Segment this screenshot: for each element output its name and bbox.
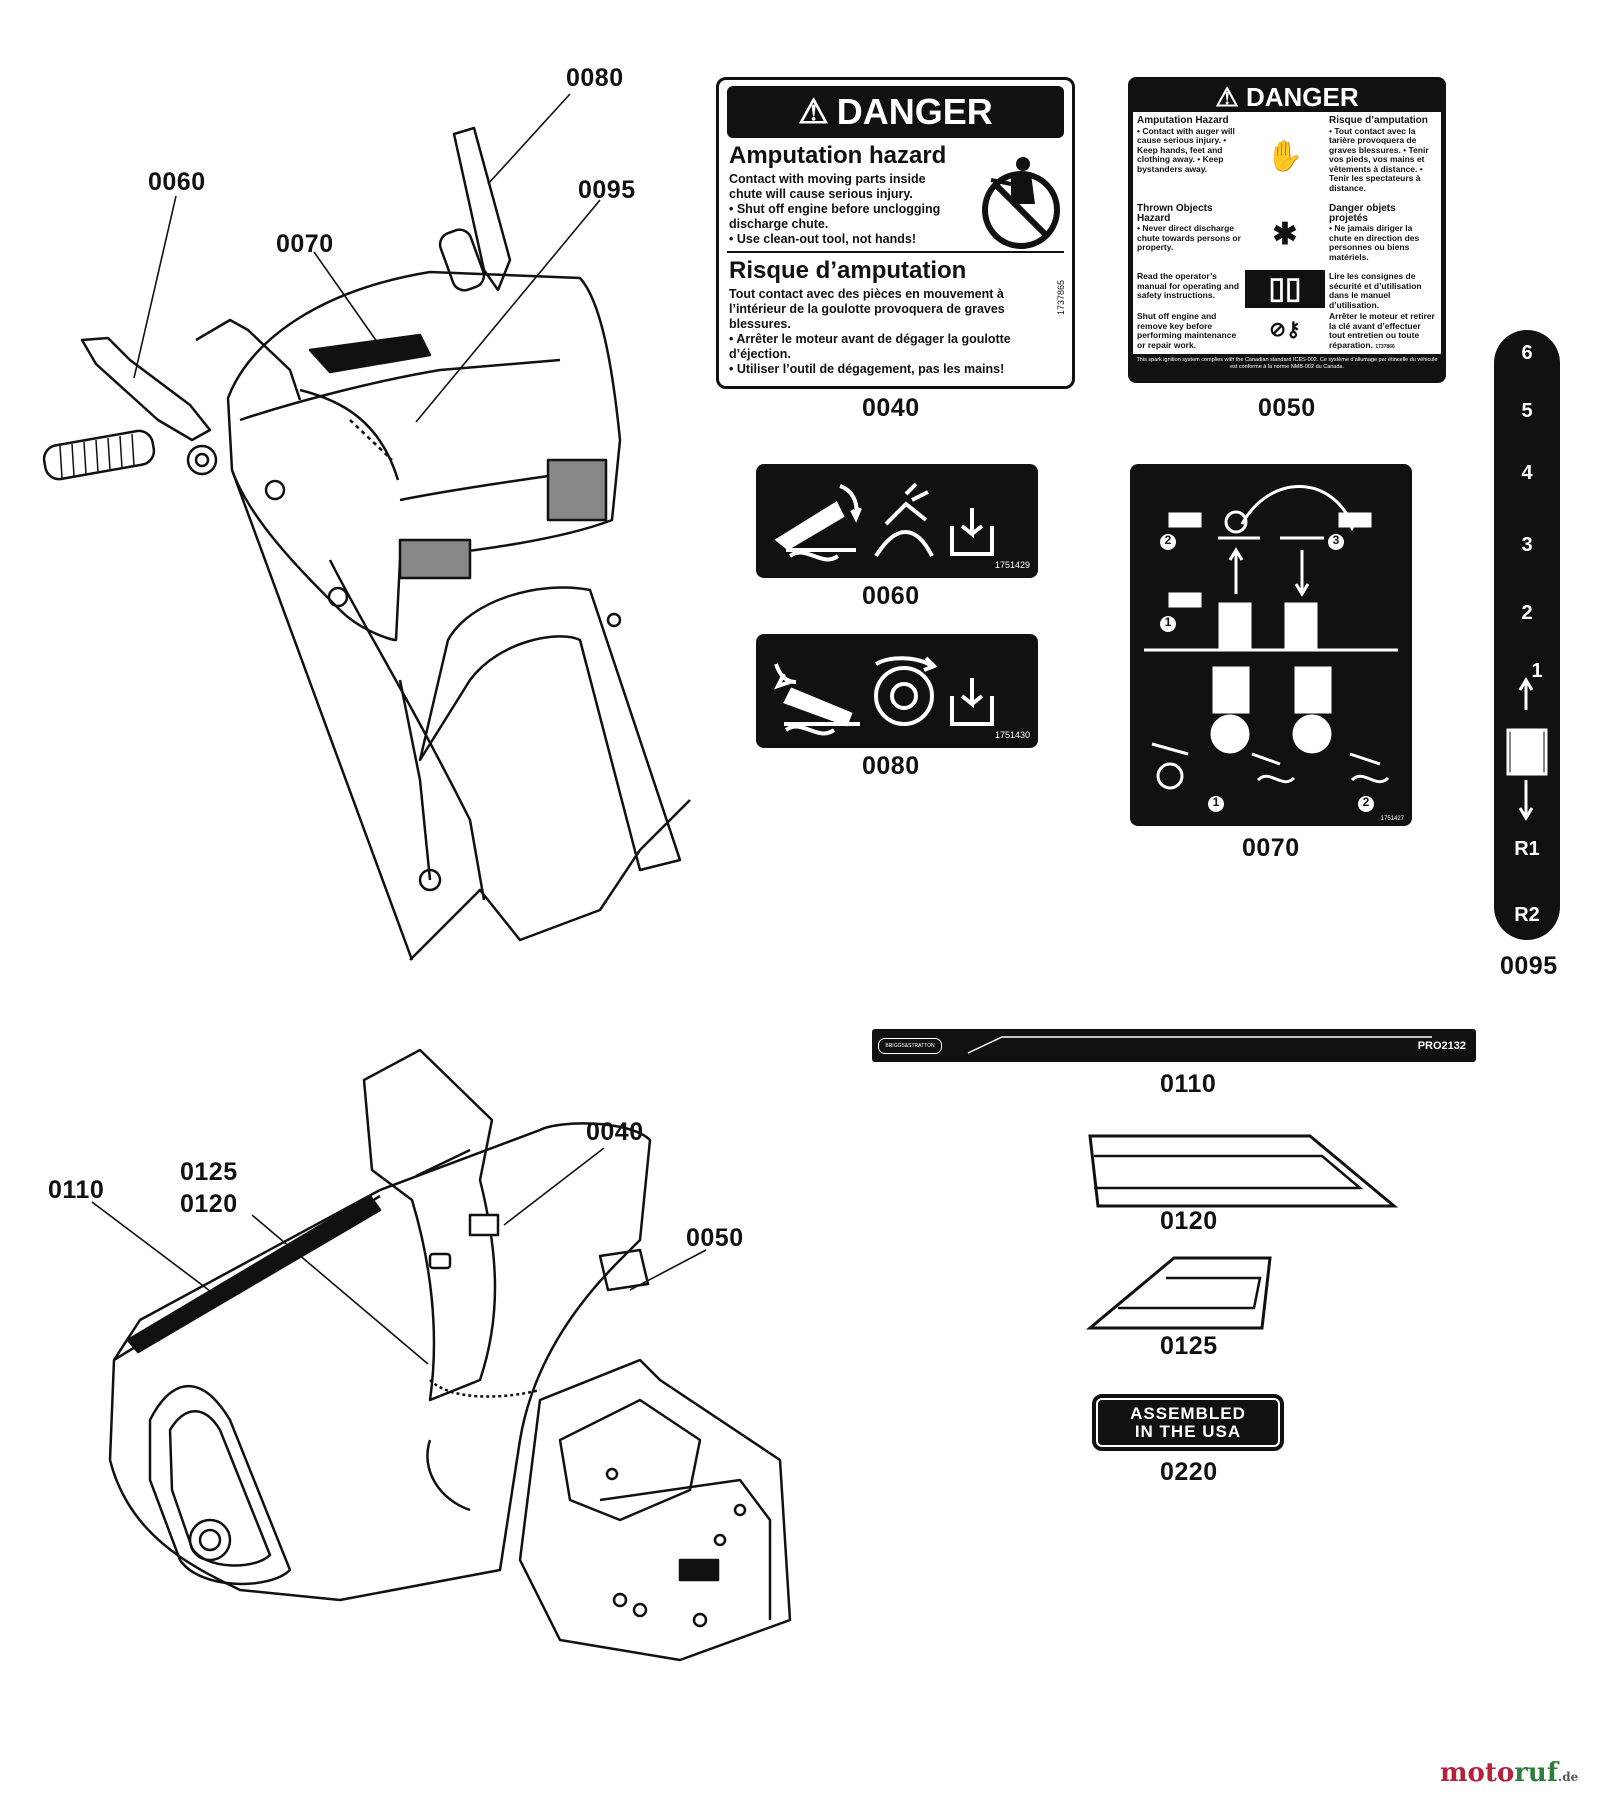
model-name: PRO2132: [1417, 1040, 1466, 1052]
amputation-en: Amputation Hazard• Contact with auger wi…: [1135, 114, 1243, 200]
shutoff-en: Shut off engine and remove key before pe…: [1135, 310, 1243, 352]
watermark-suffix: .de: [1558, 1770, 1579, 1784]
warning-triangle-icon: ⚠: [1215, 82, 1239, 112]
decal-0120-outline: [1088, 1134, 1399, 1208]
decal-0040: ⚠ DANGER Amputation hazard Contact with …: [716, 77, 1075, 389]
label-0050: 0050: [1258, 394, 1316, 422]
label-0125: 0125: [1160, 1332, 1218, 1360]
housing-side: [148, 1385, 292, 1586]
frame-inner: [418, 586, 682, 872]
manual-book-icon: ▯▯: [1245, 270, 1325, 308]
heading-fr: Risque d’amputation: [729, 257, 967, 284]
gear-3: 3: [1521, 534, 1533, 556]
chute-operation-icons: [1144, 485, 1398, 812]
callout-0095: 0095: [578, 176, 636, 204]
decal-0050: ⚠ DANGER Amputation Hazard• Contact with…: [1128, 77, 1446, 383]
callout-0110: 0110: [48, 1176, 105, 1204]
part-number: 1751429: [994, 560, 1030, 570]
decal-0095: 6 5 4 3 2 1 R1 R2: [1494, 330, 1560, 940]
bullet-fr-2: • Utiliser l’outil de dégagement, pas le…: [729, 362, 1005, 376]
step-number: 1: [1212, 795, 1220, 809]
danger-banner: ⚠ DANGER: [1215, 82, 1359, 112]
label-0120: 0120: [1160, 1207, 1218, 1235]
amputation-fr: Risque d’amputation• Tout contact avec l…: [1327, 114, 1439, 200]
compliance-footer: This spark ignition system complies with…: [1136, 357, 1438, 370]
key-icon: ⊘⚷: [1245, 310, 1325, 352]
stripe-accent: [967, 1036, 1432, 1054]
read-fr: Lire les consignes de sécurité et d’util…: [1327, 270, 1439, 308]
danger-banner: ⚠ DANGER: [727, 86, 1064, 138]
bullet-en-1: • Shut off engine before unclogging disc…: [729, 202, 941, 231]
auger-engage-icons: [774, 482, 994, 562]
gear-5: 5: [1521, 400, 1533, 422]
left-handle: [80, 336, 212, 442]
callout-0125: 0125: [180, 1158, 238, 1186]
housing-top-panel: [126, 1194, 382, 1354]
label-0095: 0095: [1500, 952, 1558, 980]
thrown-objects-icon: ✱: [1245, 202, 1325, 268]
part-number: 1751430: [994, 730, 1030, 740]
label-0220: 0220: [1160, 1458, 1218, 1486]
thrown-fr: Danger objets projetés• Ne jamais dirige…: [1327, 202, 1439, 268]
text-en: Contact with moving parts inside chute w…: [729, 172, 926, 201]
gear-2: 2: [1521, 602, 1533, 624]
callout-0120: 0120: [180, 1190, 238, 1218]
label-0110: 0110: [1160, 1070, 1217, 1098]
danger-text: DANGER: [836, 91, 993, 132]
control-panel: [226, 270, 622, 642]
bullet-fr-1: • Arrêter le moteur avant de dégager la …: [729, 332, 1011, 361]
watermark-logo: motoruf.de: [1440, 1758, 1578, 1788]
step-number: 1: [1164, 615, 1172, 629]
brand-logo: BRIGGS&STRATTON: [878, 1038, 942, 1054]
gear-1: 1: [1531, 660, 1543, 682]
auger-housing: [108, 1122, 652, 1602]
assembled-line-2: IN THE USA: [1134, 1422, 1242, 1441]
decal-0110: BRIGGS&STRATTON PRO2132: [872, 1029, 1476, 1062]
auger-hazard-icon: ✋: [1245, 114, 1325, 200]
gear-6: 6: [1521, 342, 1533, 364]
decal-0060: 1751429: [756, 464, 1038, 578]
step-number: 2: [1164, 533, 1172, 547]
label-0070: 0070: [1242, 834, 1300, 862]
frame-left: [230, 469, 414, 961]
decal-0080: 1751430: [756, 634, 1038, 748]
no-hands-icon: [982, 157, 1060, 249]
read-en: Read the operator’s manual for operating…: [1135, 270, 1243, 308]
part-number: 1737865: [1056, 280, 1066, 316]
callout-0080: 0080: [566, 64, 624, 92]
heading-en: Amputation hazard: [729, 142, 947, 169]
part-number: 1751427: [1380, 816, 1404, 822]
decal-0070: 2 3 1 1 2 1751427: [1130, 464, 1412, 826]
step-number: 3: [1332, 533, 1340, 547]
label-0080: 0080: [862, 752, 920, 780]
shutoff-fr: Arrêter le moteur et retirer la clé avan…: [1327, 310, 1439, 352]
callout-0060: 0060: [148, 168, 206, 196]
gear-r1: R1: [1514, 838, 1540, 860]
label-0060: 0060: [862, 582, 920, 610]
watermark-name: motoruf: [1440, 1758, 1559, 1788]
gear-r2: R2: [1514, 904, 1540, 926]
left-grip: [42, 429, 156, 481]
step-number: 2: [1362, 795, 1370, 809]
assembled-line-1: ASSEMBLED: [1130, 1404, 1246, 1423]
warning-triangle-icon: ⚠: [798, 93, 829, 131]
label-0040: 0040: [862, 394, 920, 422]
chute-lever: [195, 318, 302, 401]
drive-engage-icons: [774, 656, 994, 736]
text-fr: Tout contact avec des pièces en mouvemen…: [729, 287, 1005, 331]
decal-0125-outline: [1085, 1256, 1272, 1330]
callout-0070: 0070: [276, 230, 334, 258]
thrown-en: Thrown Objects Hazard• Never direct disc…: [1135, 202, 1243, 268]
callout-0050: 0050: [686, 1224, 744, 1252]
callout-0040: 0040: [586, 1118, 644, 1146]
decal-0220: ASSEMBLED IN THE USA: [1092, 1394, 1284, 1451]
gear-4: 4: [1521, 462, 1533, 484]
bullet-en-2: • Use clean-out tool, not hands!: [729, 232, 917, 246]
gearbox: [518, 1358, 792, 1662]
right-grip: [438, 228, 486, 292]
forward-reverse-icon: [1506, 677, 1548, 821]
